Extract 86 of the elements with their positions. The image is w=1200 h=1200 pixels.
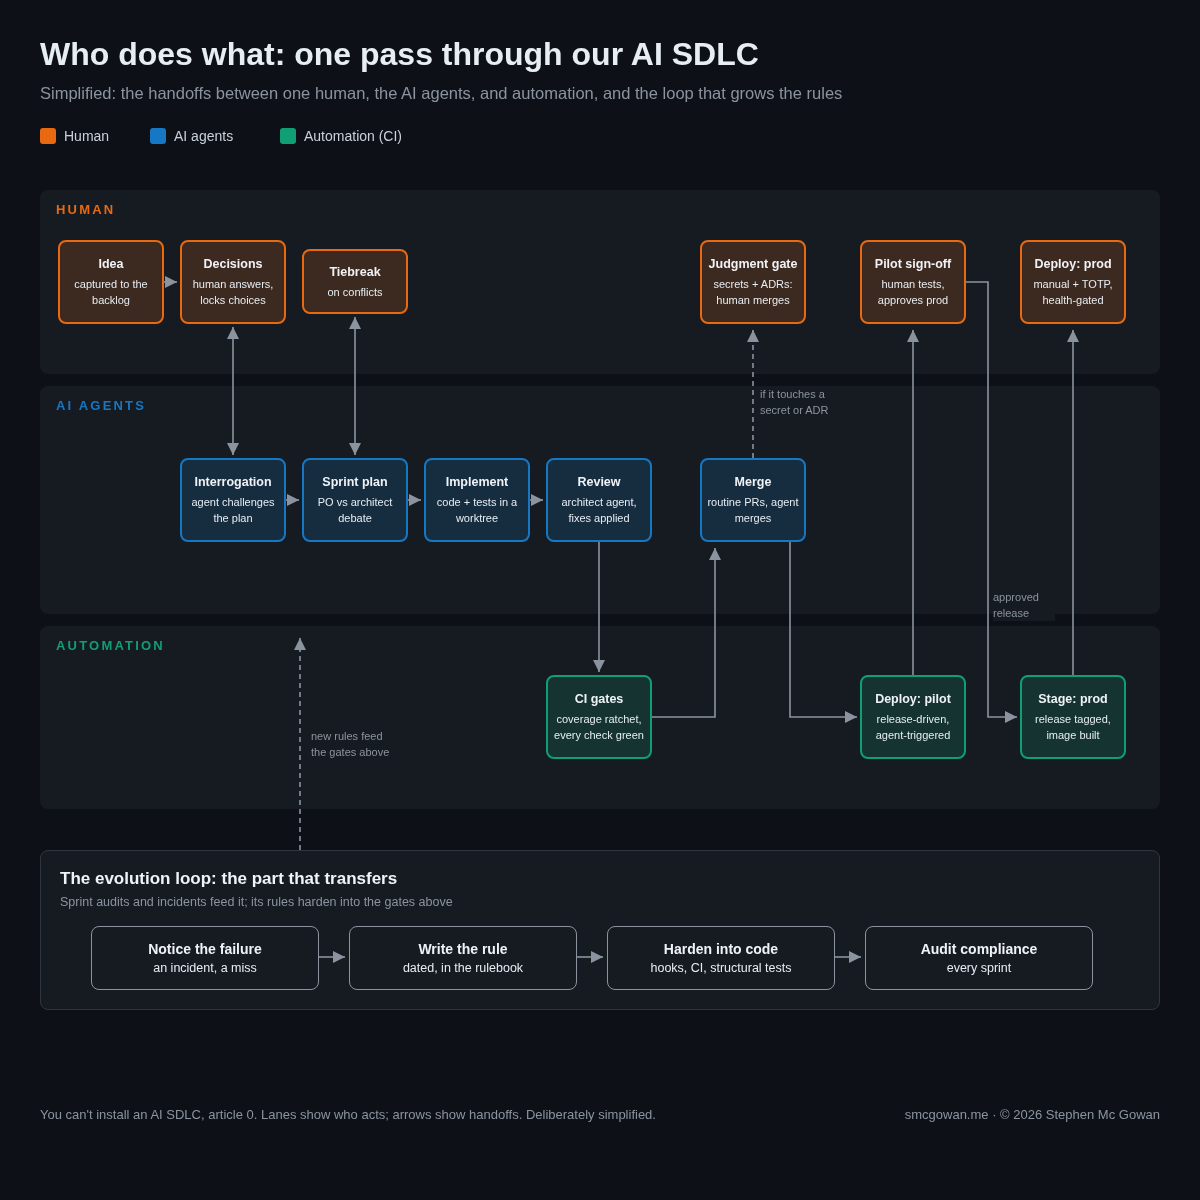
lane-label: AUTOMATION bbox=[56, 638, 165, 653]
step-title: Deploy: prod bbox=[1034, 256, 1112, 273]
step-description: coverage ratchet, every check green bbox=[553, 712, 645, 743]
step-description: every sprint bbox=[946, 959, 1012, 976]
arrow bbox=[529, 494, 544, 506]
arrow bbox=[593, 541, 605, 673]
step-description: hooks, CI, structural tests bbox=[650, 959, 792, 976]
arrow bbox=[833, 951, 862, 963]
step-title: Merge bbox=[734, 474, 772, 491]
step-title: CI gates bbox=[574, 691, 624, 708]
subtitle: Simplified: the handoffs between one human, the AI agents, and automation, and the loop that grows the rules bbox=[40, 84, 843, 103]
process-box bbox=[860, 675, 966, 759]
arrow bbox=[1067, 329, 1079, 676]
process-box bbox=[302, 249, 408, 314]
step-title: Pilot sign-off bbox=[874, 256, 952, 273]
arrow bbox=[907, 329, 919, 676]
step-description: architect agent, fixes applied bbox=[560, 495, 638, 526]
process-box bbox=[700, 458, 806, 542]
process-box bbox=[180, 240, 286, 324]
step-title: Decisions bbox=[203, 256, 263, 273]
step-description: PO vs architect debate bbox=[316, 495, 394, 526]
step-title: Harden into code bbox=[663, 940, 779, 958]
arrow bbox=[407, 494, 422, 506]
panel-subtitle: Sprint audits and incidents feed it; its rules harden into the gates above bbox=[60, 895, 453, 909]
process-box bbox=[865, 926, 1093, 990]
step-description: manual + TOTP, health-gated bbox=[1032, 277, 1114, 308]
process-box bbox=[58, 240, 164, 324]
process-box bbox=[349, 926, 577, 990]
arrow bbox=[317, 951, 346, 963]
arrow bbox=[285, 494, 300, 506]
legend-label: Human bbox=[64, 128, 110, 144]
step-title: Tiebreak bbox=[329, 263, 381, 281]
footer-note: You can't install an AI SDLC, article 0. Lanes show who acts; arrows show handoffs. Deliberately simplified. bbox=[40, 1107, 656, 1122]
legend-label: AI agents bbox=[174, 128, 234, 144]
step-description: agent challenges the plan bbox=[190, 495, 276, 526]
step-description: human tests, approves prod bbox=[876, 277, 950, 308]
process-box bbox=[607, 926, 835, 990]
arrow bbox=[349, 316, 361, 456]
step-title: Interrogation bbox=[194, 474, 272, 491]
step-title: Write the rule bbox=[418, 940, 508, 958]
lane-label: HUMAN bbox=[56, 202, 116, 217]
step-title: Notice the failure bbox=[148, 940, 262, 958]
loop-panel bbox=[40, 850, 1160, 1010]
step-description: release-driven, agent-triggered bbox=[874, 712, 952, 743]
process-box bbox=[546, 458, 652, 542]
arrow bbox=[965, 281, 1018, 723]
arrow bbox=[789, 541, 858, 723]
process-box bbox=[180, 458, 286, 542]
step-title: Implement bbox=[445, 474, 509, 491]
step-title: Idea bbox=[98, 256, 124, 273]
process-box bbox=[700, 240, 806, 324]
step-description: routine PRs, agent merges bbox=[706, 495, 800, 526]
step-description: release tagged, image built bbox=[1034, 712, 1112, 743]
step-description: code + tests in a worktree bbox=[435, 495, 519, 526]
step-title: Audit compliance bbox=[920, 940, 1038, 958]
title: Who does what: one pass through our AI SDLC bbox=[40, 36, 759, 73]
process-box bbox=[546, 675, 652, 759]
dashed-arrow bbox=[294, 637, 306, 851]
step-description: an incident, a miss bbox=[153, 959, 257, 976]
process-box bbox=[1020, 240, 1126, 324]
arrow bbox=[651, 547, 721, 718]
step-description: human answers, locks choices bbox=[191, 277, 275, 308]
dashed-arrow bbox=[747, 329, 759, 459]
step-description: captured to the backlog bbox=[73, 277, 149, 308]
legend-label: Automation (CI) bbox=[304, 128, 403, 144]
process-box bbox=[424, 458, 530, 542]
step-title: Judgment gate bbox=[708, 256, 798, 273]
step-title: Sprint plan bbox=[322, 474, 388, 491]
swimlane bbox=[40, 626, 1160, 809]
step-description: on conflicts bbox=[327, 284, 383, 300]
arrow bbox=[575, 951, 604, 963]
process-box bbox=[860, 240, 966, 324]
lane-label: AI AGENTS bbox=[56, 398, 147, 413]
process-box bbox=[1020, 675, 1126, 759]
step-description: dated, in the rulebook bbox=[402, 959, 524, 976]
step-title: Stage: prod bbox=[1038, 691, 1108, 708]
process-box bbox=[91, 926, 319, 990]
footer-credit: smcgowan.me · © 2026 Stephen Mc Gowan bbox=[904, 1107, 1160, 1122]
panel-heading: The evolution loop: the part that transfers bbox=[60, 869, 398, 889]
step-title: Review bbox=[577, 474, 621, 491]
step-title: Deploy: pilot bbox=[875, 691, 951, 708]
arrow bbox=[227, 326, 239, 456]
step-description: secrets + ADRs: human merges bbox=[712, 277, 794, 308]
process-box bbox=[302, 458, 408, 542]
arrow bbox=[163, 276, 178, 288]
swimlane bbox=[40, 190, 1160, 374]
